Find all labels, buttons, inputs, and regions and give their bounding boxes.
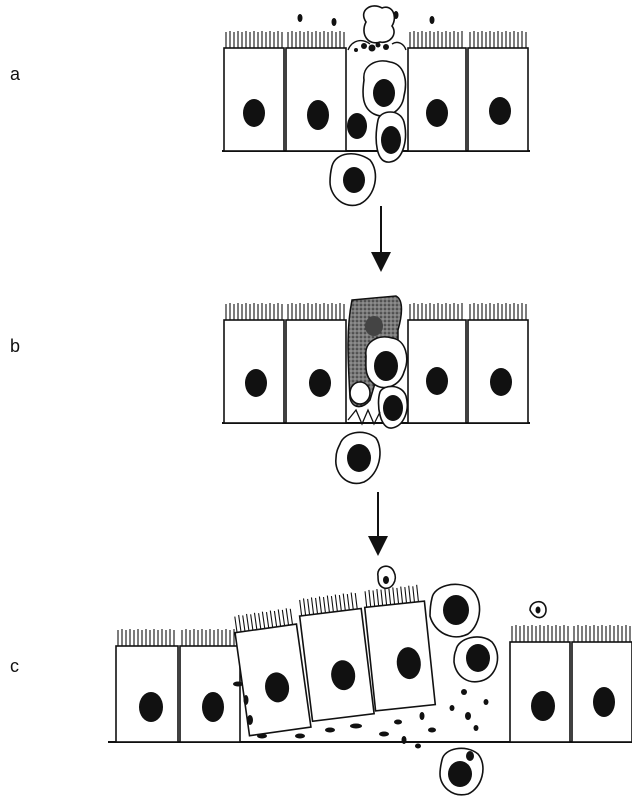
lymphocyte bbox=[362, 60, 407, 117]
microvilli-c-right bbox=[511, 625, 631, 642]
microvilli-b-left bbox=[225, 303, 345, 320]
epithelial-cell bbox=[407, 47, 467, 152]
epithelial-cell bbox=[285, 319, 347, 424]
panel-label-a: a bbox=[10, 64, 21, 84]
panel-c bbox=[108, 565, 632, 796]
lymphocyte bbox=[365, 336, 408, 389]
lymphocyte bbox=[453, 636, 499, 683]
epithelial-cell bbox=[285, 47, 347, 152]
extruded-body bbox=[377, 565, 397, 590]
epithelial-cell bbox=[509, 641, 571, 743]
epithelial-cell bbox=[223, 319, 285, 424]
epithelial-cell-tilted bbox=[298, 592, 375, 723]
panel-b bbox=[222, 295, 530, 485]
epithelial-cell bbox=[467, 319, 529, 424]
cell-debris bbox=[233, 681, 489, 749]
epithelial-cell-tilted bbox=[234, 608, 312, 737]
epithelial-cell bbox=[407, 319, 467, 424]
microvilli-c-left bbox=[117, 629, 235, 646]
panel-label-c: c bbox=[10, 656, 19, 676]
membrane-folds bbox=[347, 408, 381, 426]
lymphocyte bbox=[377, 385, 408, 429]
lymphocyte bbox=[429, 583, 481, 638]
debris-a bbox=[297, 11, 435, 26]
lymphocyte bbox=[375, 111, 407, 163]
apoptotic-body bbox=[349, 381, 371, 405]
epithelial-cell bbox=[571, 641, 632, 743]
epithelial-cell bbox=[467, 47, 529, 152]
extruding-cell-a bbox=[347, 5, 407, 52]
lymphocyte-below-membrane bbox=[439, 747, 484, 796]
lymphocyte-below-membrane bbox=[329, 153, 377, 207]
microvilli-a-left bbox=[225, 31, 345, 48]
panel-label-b: b bbox=[10, 336, 20, 356]
microvilli-b-right bbox=[409, 303, 527, 320]
lymphocyte bbox=[347, 113, 367, 139]
microvilli-a-right bbox=[409, 31, 527, 48]
epithelial-cell bbox=[223, 47, 285, 152]
extruded-body-right bbox=[529, 600, 547, 619]
epithelial-cell-tilted bbox=[363, 584, 437, 712]
epithelial-cell bbox=[179, 645, 241, 743]
lymphocyte-below-membrane bbox=[335, 431, 381, 485]
epithelial-cell bbox=[115, 645, 179, 743]
panel-a bbox=[222, 5, 530, 207]
